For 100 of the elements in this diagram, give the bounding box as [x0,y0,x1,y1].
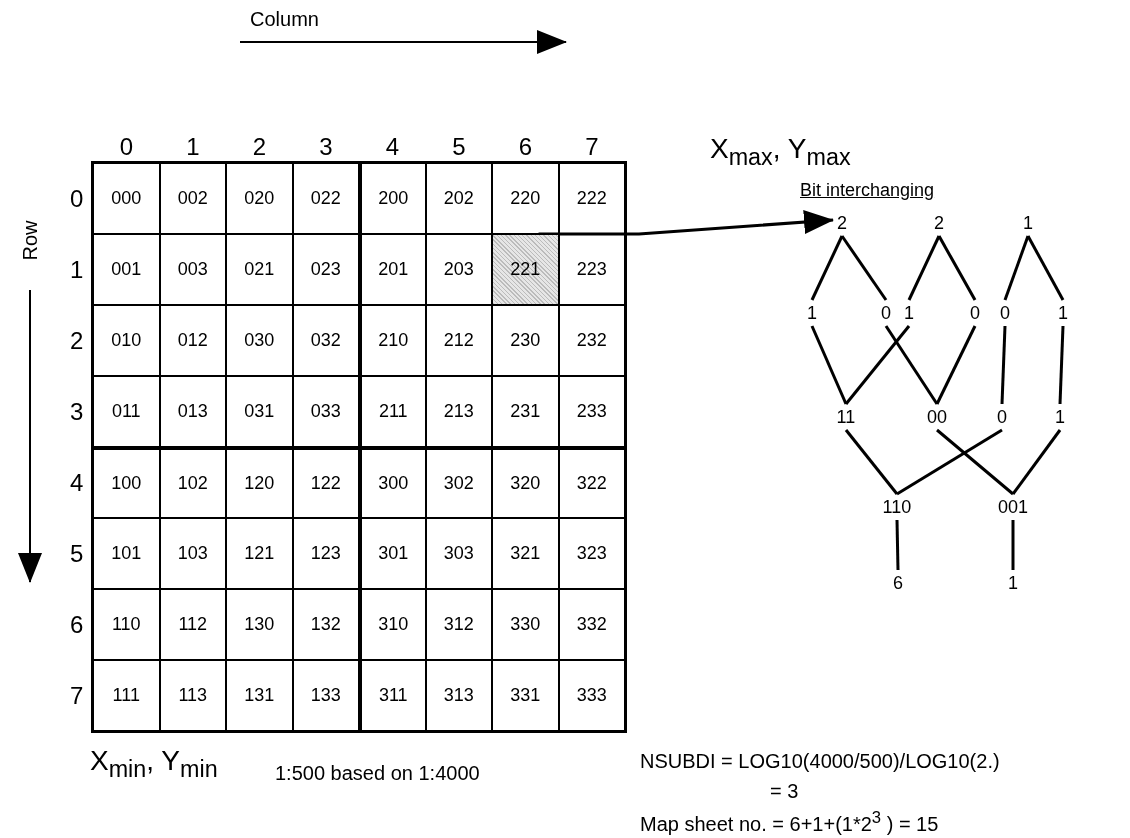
formula-text: NSUBDI = LOG10(4000/500)/LOG10(2.) [640,750,1000,773]
table-cell: 333 [558,660,625,731]
table-cell: 111 [93,660,160,731]
table-cell: 210 [359,305,426,376]
table-cell: 010 [93,305,160,376]
table-cell: 133 [292,660,359,731]
tree-value: 1 [1058,302,1068,324]
table-cell: 120 [226,447,293,518]
column-number: 3 [319,133,333,161]
table-cell: 211 [359,376,426,447]
table-cell: 300 [359,447,426,518]
table-cell: 323 [558,518,625,589]
connector-line [936,428,1014,496]
table-cell: 022 [292,163,359,234]
connector-line [895,519,900,571]
connector-line [810,325,848,405]
axis-title: Row [18,220,42,260]
connector-line [907,235,941,301]
table-cell: 321 [492,518,559,589]
table-cell: 301 [359,518,426,589]
table-cell: 330 [492,589,559,660]
table-cell: 121 [226,518,293,589]
table-cell: 012 [159,305,226,376]
row-number: 1 [70,255,84,284]
table-cell: 021 [226,234,293,305]
connector-line [1000,325,1007,405]
table-cell: 232 [558,305,625,376]
table-cell: 131 [226,660,293,731]
column-number: 5 [452,133,466,161]
coordinate-label: X$_{min}$, Y$_{min}$ [90,745,218,783]
tree-value: 0 [997,406,1007,428]
tree-value: 1 [807,302,817,324]
connector-line [935,325,977,405]
table-cell: 011 [93,376,160,447]
table-cell: 303 [425,518,492,589]
formula-text: = 3 [770,780,799,803]
column-number: 6 [518,133,533,161]
row-number: 6 [70,610,84,639]
connector-line [844,429,899,495]
table-cell: 320 [492,447,559,518]
column-number: 4 [385,133,400,161]
coordinate-label: X$_{max}$, Y$_{max}$ [710,133,851,171]
column-number: 0 [119,133,134,161]
connector-line [1011,520,1015,570]
table-cell: 223 [558,234,625,305]
tree-value: 0 [881,302,891,324]
table-cell: 221 [492,234,559,305]
connector-line [937,235,977,301]
table-cell: 313 [425,660,492,731]
row-number: 5 [70,539,84,568]
row-number: 2 [70,326,84,355]
table-cell: 310 [359,589,426,660]
table-cell: 103 [159,518,226,589]
table-cell: 003 [159,234,226,305]
table-cell: 122 [292,447,359,518]
tree-value: 2 [837,212,847,234]
table-cell: 123 [292,518,359,589]
section-heading: Bit interchanging [800,180,935,201]
column-number: 2 [252,133,267,161]
table-cell: 203 [425,234,492,305]
table-cell: 032 [292,305,359,376]
table-cell: 331 [492,660,559,731]
row-number: 0 [70,184,84,213]
tree-value: 110 [882,496,912,518]
table-cell: 322 [558,447,625,518]
table-cell: 233 [558,376,625,447]
table-cell: 202 [425,163,492,234]
table-cell: 102 [159,447,226,518]
row-number: 7 [70,681,84,710]
tree-value: 1 [1008,572,1018,594]
tree-value: 0 [970,302,980,324]
table-cell: 030 [226,305,293,376]
tree-value: 0 [1000,302,1010,324]
table-cell: 230 [492,305,559,376]
tree-value: 11 [836,406,856,428]
table-cell: 023 [292,234,359,305]
formula-text: Map sheet no. = 6+1+(1*2$^{3}$ ) = 15 [640,808,939,836]
tree-value: 1 [904,302,914,324]
tree-value: 00 [927,406,948,428]
table-cell: 212 [425,305,492,376]
table-cell: 000 [93,163,160,234]
table-cell: 201 [359,234,426,305]
table-cell: 130 [226,589,293,660]
connector-line [896,428,1003,496]
table-cell: 112 [159,589,226,660]
tree-value: 2 [934,212,944,234]
table-cell: 200 [359,163,426,234]
table-cell: 013 [159,376,226,447]
row-number: 4 [70,468,84,497]
scale-note: 1:500 based on 1:4000 [275,762,480,785]
axis-title: Column [250,8,319,31]
row-number: 3 [70,397,84,426]
tree-value: 001 [998,496,1029,518]
table-cell: 033 [292,376,359,447]
table-cell: 231 [492,376,559,447]
table-cell: 031 [226,376,293,447]
tree-value: 1 [1023,212,1033,234]
connector-line [844,325,911,405]
table-cell: 332 [558,589,625,660]
table-cell: 110 [93,589,160,660]
